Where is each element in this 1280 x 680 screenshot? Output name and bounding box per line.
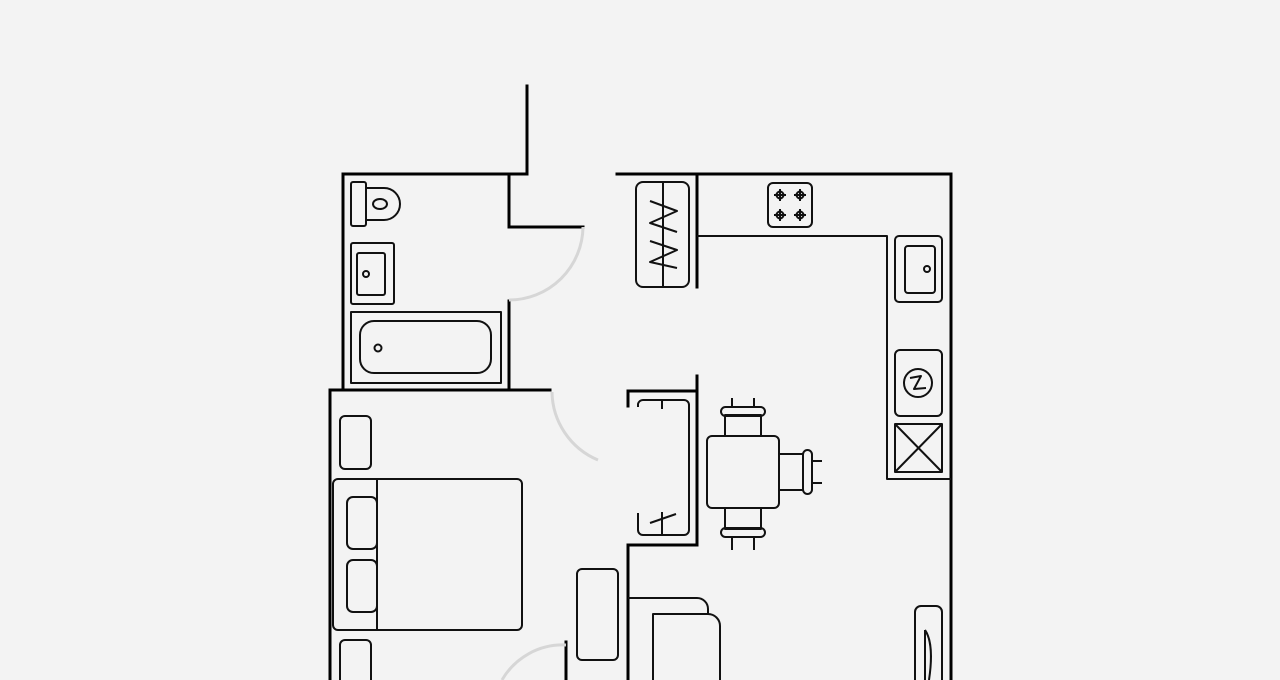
closet-partition-wall bbox=[626, 389, 699, 408]
doors bbox=[500, 226, 599, 680]
bathroom-inner-wall bbox=[507, 172, 585, 229]
walls bbox=[328, 84, 953, 680]
bathroom-sink-icon bbox=[350, 242, 395, 305]
fridge-icon bbox=[894, 423, 943, 473]
bathtub-icon bbox=[350, 311, 502, 384]
closet-icon bbox=[637, 399, 690, 536]
stove-icon bbox=[767, 182, 813, 228]
nightstand-icon bbox=[339, 639, 372, 680]
toilet-icon bbox=[350, 181, 401, 227]
lower-door-swing bbox=[500, 643, 567, 680]
nightstand-icon bbox=[339, 415, 372, 470]
washing-machine-icon bbox=[894, 349, 943, 417]
kitchen-counter bbox=[697, 235, 951, 480]
bedroom-door-swing bbox=[550, 391, 599, 462]
hall-wardrobe-icon bbox=[635, 181, 690, 288]
bathroom-door-swing bbox=[508, 226, 585, 302]
bed-icon bbox=[332, 478, 523, 631]
counter-appliance-icon bbox=[914, 605, 943, 680]
kitchen-outer-wall bbox=[615, 172, 953, 680]
dining-partition-wall bbox=[626, 374, 699, 680]
entrance-wall bbox=[341, 84, 529, 392]
chair-icon bbox=[720, 507, 766, 550]
sofa-icon bbox=[628, 597, 721, 680]
kitchen bbox=[697, 182, 951, 680]
cabinet-icon bbox=[576, 568, 619, 661]
dining-table bbox=[706, 398, 822, 550]
chair-icon bbox=[778, 449, 822, 495]
bedroom bbox=[332, 415, 619, 680]
bathroom-fixtures bbox=[350, 181, 502, 384]
kitchen-sink-icon bbox=[894, 235, 943, 303]
table-icon bbox=[706, 435, 780, 509]
chair-icon bbox=[720, 398, 766, 437]
